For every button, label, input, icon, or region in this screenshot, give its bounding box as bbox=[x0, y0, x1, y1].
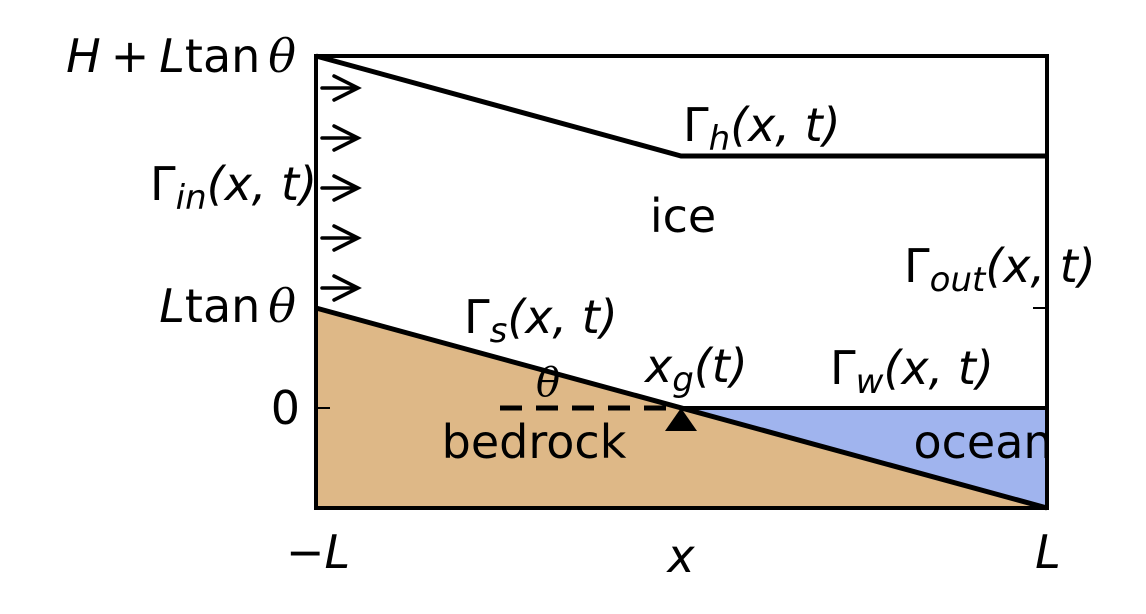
gamma-out-label: Γout(x, t) bbox=[904, 239, 1096, 300]
right-arrow-icon bbox=[320, 224, 362, 252]
ice-region-label: ice bbox=[650, 189, 716, 243]
gamma-s-label: Γs(x, t) bbox=[464, 290, 618, 351]
x-axis-label: x bbox=[665, 529, 695, 583]
inflow-arrows bbox=[320, 74, 362, 302]
right-arrow-icon bbox=[320, 124, 362, 152]
right-arrow-icon bbox=[320, 174, 362, 202]
domain-frame bbox=[314, 54, 1049, 510]
y-tick-zero-label: 0 bbox=[271, 381, 300, 435]
right-arrow-icon bbox=[320, 274, 362, 302]
grounding-line-label: xg(t) bbox=[643, 339, 748, 400]
gamma-in-label: Γin(x, t) bbox=[150, 157, 317, 218]
gamma-w-label: Γw(x, t) bbox=[830, 341, 994, 402]
gamma-h-label: Γh(x, t) bbox=[683, 98, 841, 159]
angle-theta-label: θ bbox=[536, 360, 560, 406]
bedrock-region-label: bedrock bbox=[442, 415, 627, 469]
right-arrow-icon bbox=[320, 74, 362, 102]
ice-surface-line bbox=[315, 53, 1047, 159]
x-tick-right-label: L bbox=[1035, 525, 1061, 579]
triangle-up-icon bbox=[665, 408, 697, 431]
x-tick-left-label: −L bbox=[286, 525, 350, 579]
ocean-region-label: ocean bbox=[913, 415, 1052, 469]
